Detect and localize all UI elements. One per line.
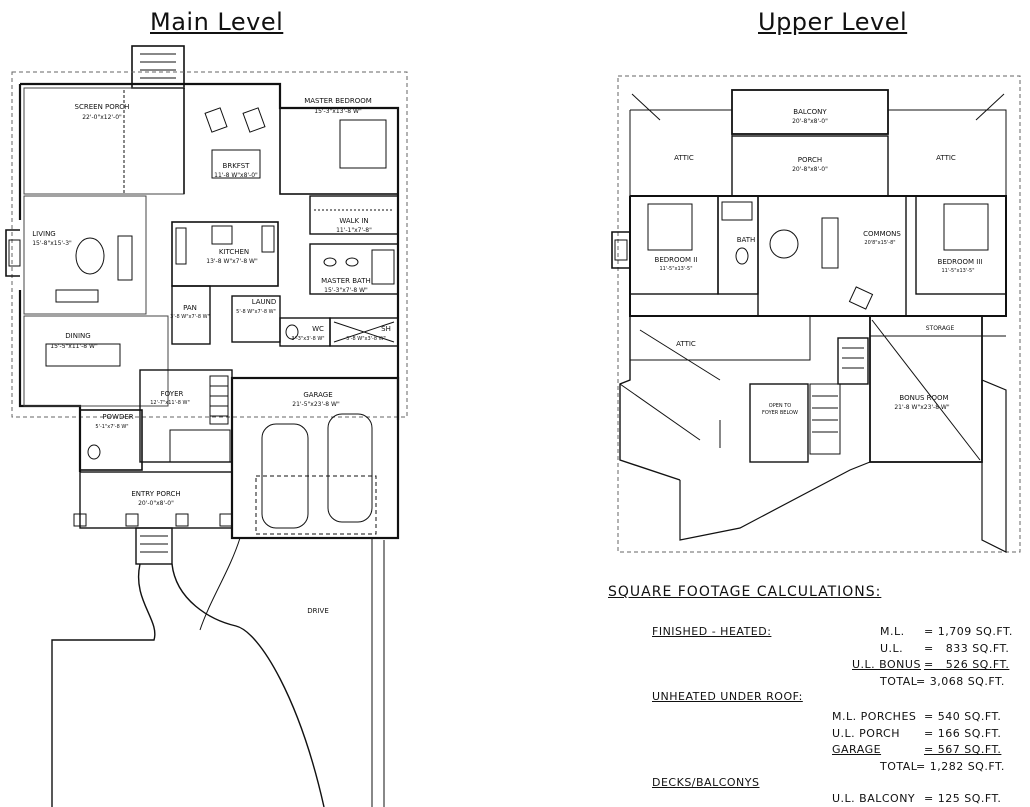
label-dining: DINING [65, 332, 90, 340]
sqft-unheated-garage-label: GARAGE [832, 743, 882, 756]
label-walk-in: WALK IN [339, 217, 368, 225]
sqft-unheated-total-value: = 1,282 SQ.FT. [916, 760, 1005, 773]
sqft-finished-ul-label: U.L. [880, 642, 904, 655]
size-screen-porch: 22'-0"x12'-0" [82, 114, 122, 121]
label-laund: LAUND [252, 298, 277, 306]
sqft-finished-label: FINISHED - HEATED: [652, 625, 772, 638]
label-master-bedroom: MASTER BEDROOM [304, 97, 372, 105]
sqft-finished-ml-value: = 1,709 SQ.FT. [924, 625, 1013, 638]
size-master-bedroom: 15'-3"x13'-8 W" [314, 108, 362, 115]
size-walk-in: 11'-1"x7'-8" [336, 227, 372, 234]
label-storage: STORAGE [926, 325, 955, 332]
upper-level-title: Upper Level [758, 8, 908, 36]
size-bonus-room: 21'-8 W"x23'-8 W" [894, 404, 950, 411]
label-powder: POWDER [102, 413, 133, 421]
label-living: LIVING [32, 230, 55, 238]
label-foyer: FOYER [161, 390, 184, 398]
size-bedroom-iii: 11'-5"x13'-5" [941, 268, 974, 274]
sqft-finished-bonus-value: = 526 SQ.FT. [924, 658, 1010, 671]
upper-level-plan [611, 75, 1021, 553]
sqft-finished-total-label: TOTAL [880, 675, 918, 688]
size-foyer: 12'-7"x11'-8 W" [150, 400, 190, 406]
label-attic-right: ATTIC [936, 154, 956, 162]
label-pan: PAN [183, 304, 197, 312]
label-balcony: BALCONY [793, 108, 827, 116]
size-sh: 3'-8 W"x3'-8 W" [346, 336, 386, 342]
sqft-finished-ul-value: = 833 SQ.FT. [924, 642, 1010, 655]
size-garage: 21'-5"x23'-8 W" [292, 401, 340, 408]
sqft-decks-balcony-value: = 125 SQ.FT. [924, 792, 1002, 805]
size-powder: 5'-1"x7'-8 W" [95, 424, 128, 430]
sqft-unheated-porches-label: M.L. PORCHES [832, 710, 917, 723]
sqft-unheated-total-label: TOTAL [880, 760, 918, 773]
sqft-unheated-garage-value: = 567 SQ.FT. [924, 743, 1002, 756]
size-pan: 3'-8 W"x7'-8 W" [170, 314, 210, 320]
size-laund: 5'-8 W"x7'-8 W" [236, 309, 276, 315]
sqft-finished-ml-label: M.L. [880, 625, 905, 638]
sqft-unheated-label: UNHEATED UNDER ROOF: [652, 690, 803, 703]
size-balcony: 20'-8"x8'-0" [792, 118, 828, 125]
size-bedroom-ii: 11'-5"x13'-5" [659, 266, 692, 272]
size-dining: 15'-5"x11'-8 W" [50, 343, 98, 350]
label-bath: BATH [737, 236, 756, 244]
sqft-unheated-porch-value: = 166 SQ.FT. [924, 727, 1002, 740]
label-drive: DRIVE [307, 607, 329, 615]
size-entry-porch: 20'-0"x8'-0" [138, 500, 174, 507]
label-bedroom-ii: BEDROOM II [655, 256, 698, 264]
label-porch: PORCH [798, 156, 822, 164]
label-sh: SH [381, 325, 391, 333]
label-kitchen: KITCHEN [219, 248, 249, 256]
size-breakfast: 11'-8 W"x8'-0" [214, 172, 258, 179]
label-commons: COMMONS [863, 230, 901, 238]
sqft-heading: SQUARE FOOTAGE CALCULATIONS: [608, 584, 882, 600]
label-bonus-room: BONUS ROOM [899, 394, 948, 402]
size-wc: 3'-3"x3'-8 W" [291, 336, 324, 342]
label-bedroom-iii: BEDROOM III [938, 258, 983, 266]
label-garage: GARAGE [303, 391, 332, 399]
main-level-plan [5, 45, 408, 807]
size-master-bath: 15'-3"x7'-8 W" [324, 287, 368, 294]
size-commons: 20'8"x15'-8" [864, 240, 895, 246]
main-level-title: Main Level [150, 8, 284, 36]
size-porch: 20'-8"x8'-0" [792, 166, 828, 173]
sqft-decks-balcony-label: U.L. BALCONY [832, 792, 916, 805]
label-entry-porch: ENTRY PORCH [131, 490, 180, 498]
label-attic-left: ATTIC [674, 154, 694, 162]
label-master-bath: MASTER BATH [321, 277, 371, 285]
label-screen-porch: SCREEN PORCH [75, 103, 130, 111]
sqft-finished-total-value: = 3,068 SQ.FT. [916, 675, 1005, 688]
size-living: 15'-8"x15'-3" [32, 240, 72, 247]
sqft-unheated-porch-label: U.L. PORCH [832, 727, 901, 740]
label-breakfast: BRKFST [223, 162, 251, 170]
sqft-finished-bonus-label: U.L. BONUS [852, 658, 921, 671]
label-wc: WC [312, 325, 324, 333]
size-kitchen: 13'-8 W"x7'-8 W" [206, 258, 258, 265]
label-open-to-line1: OPEN TO [769, 403, 791, 409]
sqft-decks-label: DECKS/BALCONYS [652, 776, 760, 789]
label-attic-lower: ATTIC [676, 340, 696, 348]
sqft-unheated-porches-value: = 540 SQ.FT. [924, 710, 1002, 723]
label-open-to-line2: FOYER BELOW [762, 410, 798, 416]
